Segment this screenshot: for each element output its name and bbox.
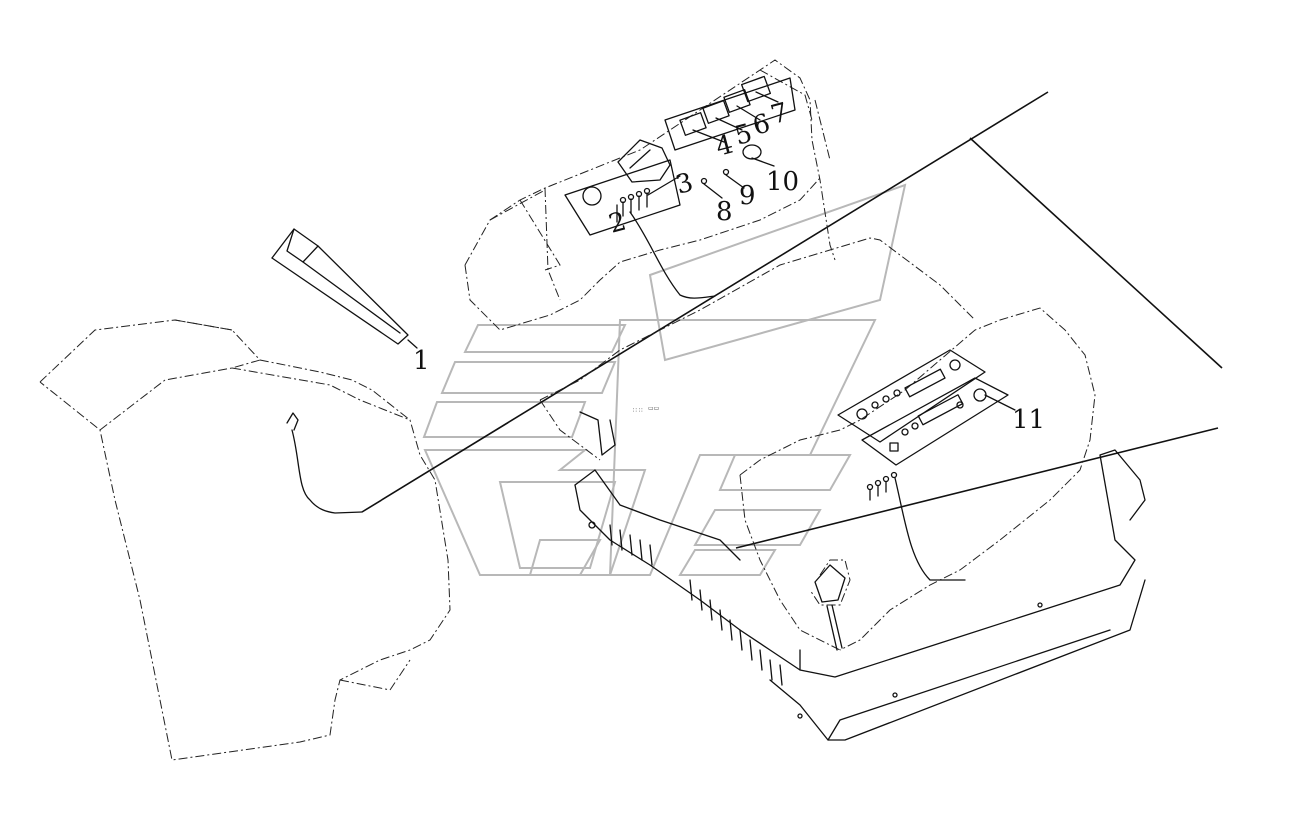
part-right-seat: ∷ ∷ ▭▭ [574, 307, 1146, 741]
part-upper-console [464, 59, 836, 331]
callout-11: 11 [1012, 405, 1045, 435]
part-wedge [271, 228, 409, 345]
callout-1: 1 [413, 346, 430, 376]
tiny-marking-1: ∷ ∷ [633, 407, 643, 414]
callout-5: 5 [732, 119, 756, 152]
part-base-plate [539, 237, 976, 461]
callout-labels: 1 2 3 4 5 6 7 8 9 10 11 [413, 98, 1045, 435]
callout-9: 9 [739, 181, 756, 211]
callout-10: 10 [766, 167, 799, 197]
tiny-marking-2: ▭▭ [648, 405, 659, 412]
watermark-logo [422, 183, 907, 576]
callout-3: 3 [673, 168, 697, 201]
leader-lines [407, 91, 1016, 411]
callout-6: 6 [750, 109, 774, 142]
part-left-seat [39, 319, 451, 761]
callout-8: 8 [716, 197, 733, 227]
routing-lines [361, 91, 1223, 549]
callout-4: 4 [713, 130, 737, 163]
callout-2: 2 [606, 207, 630, 240]
callout-7: 7 [768, 98, 792, 131]
